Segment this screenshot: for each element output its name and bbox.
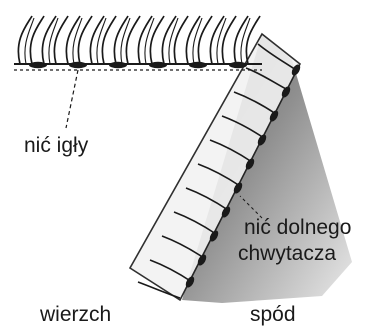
needle-thread-leader-line xyxy=(66,70,78,128)
looper-thread-label-line2: chwytacza xyxy=(238,242,336,266)
bottom-side-label: spód xyxy=(250,303,296,327)
looper-thread-label-line1: nić dolnego xyxy=(244,216,351,240)
needle-thread-label: nić igły xyxy=(24,134,88,158)
top-side-label: wierzch xyxy=(40,303,111,327)
top-seam xyxy=(14,16,262,70)
